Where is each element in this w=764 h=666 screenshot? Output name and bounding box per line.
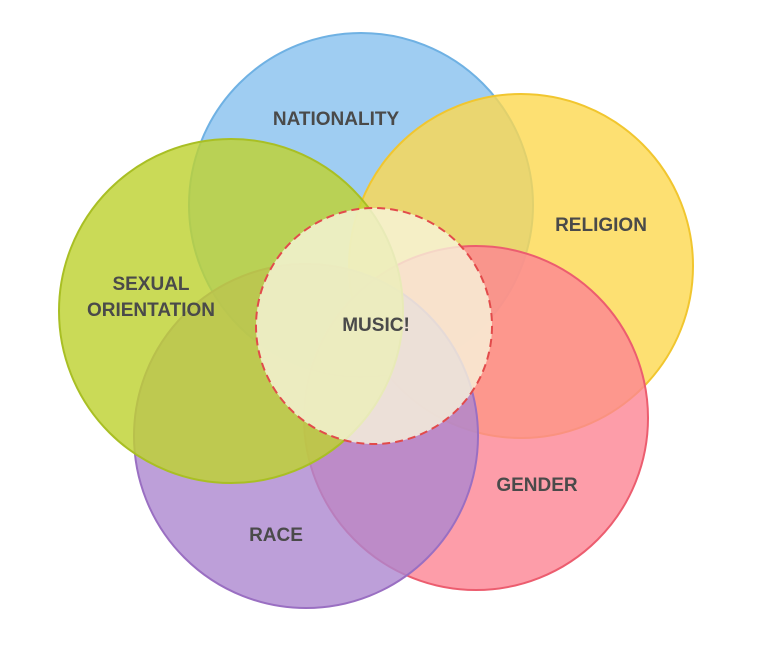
label-gender: GENDER: [496, 475, 578, 496]
label-sexual-orientation-line2: ORIENTATION: [87, 300, 215, 321]
center-circle-shape: [255, 207, 493, 445]
label-sexual-orientation: SEXUAL: [112, 274, 189, 295]
label-race: RACE: [249, 525, 303, 546]
label-nationality: NATIONALITY: [273, 109, 400, 130]
center-circle-music: MUSIC!: [255, 207, 493, 445]
label-music: MUSIC!: [342, 315, 410, 336]
label-religion: RELIGION: [555, 215, 647, 236]
